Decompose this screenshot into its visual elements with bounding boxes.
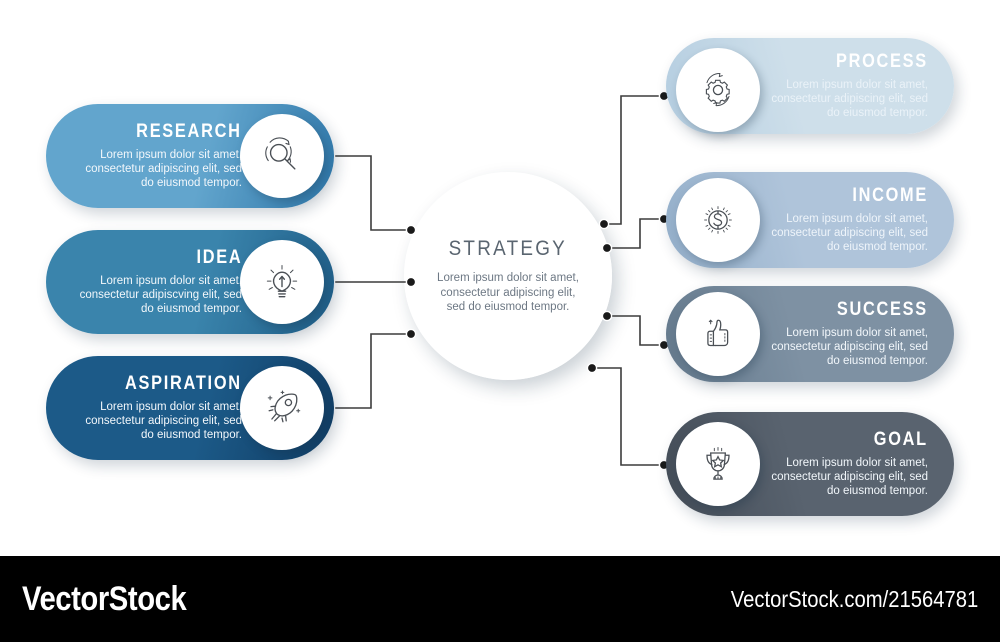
- card-title-aspiration: ASPIRATION: [125, 372, 242, 394]
- card-text-research: RESEARCH Lorem ipsum dolor sit amet, con…: [74, 104, 242, 208]
- card-text-income: INCOME Lorem ipsum dolor sit amet, conse…: [768, 172, 928, 268]
- card-text-idea: IDEA Lorem ipsum dolor sit amet, consect…: [74, 230, 242, 334]
- card-title-income: INCOME: [852, 184, 928, 206]
- thumbs-up-icon: [707, 319, 729, 347]
- center-description: Lorem ipsum dolor sit amet, consectetur …: [437, 272, 579, 314]
- center-title: STRATEGY: [448, 237, 568, 261]
- card-text-goal: GOAL Lorem ipsum dolor sit amet, consect…: [768, 412, 928, 516]
- icon-badge-process[interactable]: [676, 48, 760, 132]
- center-strategy-ring[interactable]: STRATEGY Lorem ipsum dolor sit amet, con…: [404, 172, 612, 380]
- infographic-canvas: RESEARCH Lorem ipsum dolor sit amet, con…: [46, 38, 954, 516]
- card-description-income: Lorem ipsum dolor sit amet, consectetur …: [771, 212, 928, 254]
- icon-badge-goal[interactable]: [676, 422, 760, 506]
- card-title-idea: IDEA: [196, 246, 242, 268]
- info-card-process[interactable]: PROCESS Lorem ipsum dolor sit amet, cons…: [666, 38, 954, 134]
- gear-refresh-icon: [705, 72, 730, 107]
- card-text-aspiration: ASPIRATION Lorem ipsum dolor sit amet, c…: [74, 356, 242, 460]
- card-description-success: Lorem ipsum dolor sit amet, consectetur …: [771, 326, 928, 368]
- brand-label: VectorStock: [22, 579, 187, 618]
- icon-badge-aspiration[interactable]: [240, 366, 324, 450]
- card-description-idea: Lorem ipsum dolor sit amet, consectetur …: [79, 274, 242, 316]
- card-description-goal: Lorem ipsum dolor sit amet, consectetur …: [771, 456, 928, 498]
- card-description-process: Lorem ipsum dolor sit amet, consectetur …: [771, 78, 928, 120]
- icon-badge-research[interactable]: [240, 114, 324, 198]
- icon-badge-income[interactable]: [676, 178, 760, 262]
- magnifier-refresh-icon: [265, 137, 296, 170]
- stock-url-label: VectorStock.com/21564781: [730, 585, 978, 612]
- lightbulb-icon: [266, 264, 298, 298]
- footer-watermark-bar: VectorStock VectorStock.com/21564781: [0, 556, 1000, 642]
- card-title-success: SUCCESS: [836, 298, 928, 320]
- card-text-process: PROCESS Lorem ipsum dolor sit amet, cons…: [768, 38, 928, 134]
- card-description-research: Lorem ipsum dolor sit amet, consectetur …: [85, 148, 242, 190]
- card-title-process: PROCESS: [836, 50, 928, 72]
- card-title-goal: GOAL: [873, 428, 928, 450]
- center-strategy-content: STRATEGY Lorem ipsum dolor sit amet, con…: [415, 183, 601, 369]
- dollar-coin-icon: [704, 206, 732, 234]
- icon-badge-success[interactable]: [676, 292, 760, 376]
- rocket-icon: [267, 390, 301, 423]
- card-text-success: SUCCESS Lorem ipsum dolor sit amet, cons…: [768, 286, 928, 382]
- trophy-icon: [706, 447, 730, 480]
- card-title-research: RESEARCH: [136, 120, 242, 142]
- icon-badge-idea[interactable]: [240, 240, 324, 324]
- card-description-aspiration: Lorem ipsum dolor sit amet, consectetur …: [85, 400, 242, 442]
